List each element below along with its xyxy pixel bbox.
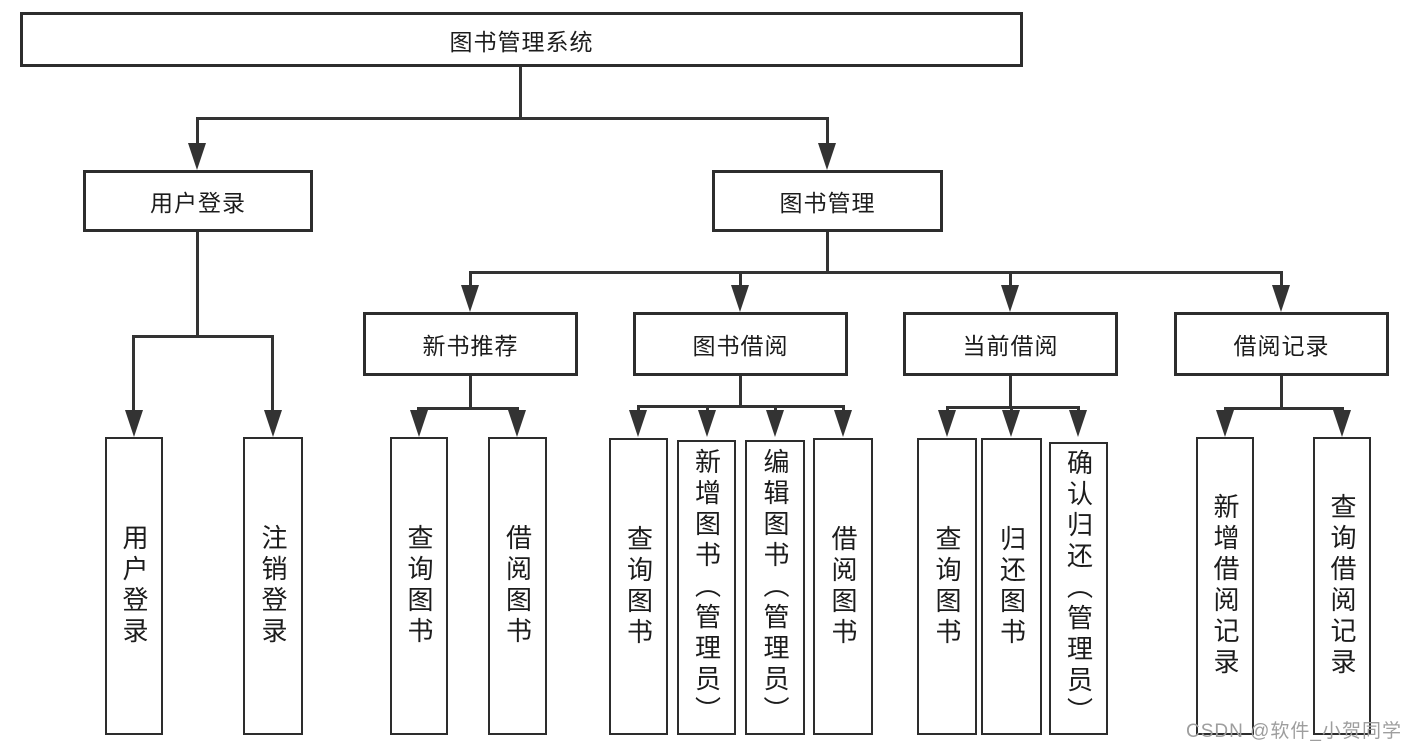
arrow-down-icon [1272,285,1290,312]
arrow-down-icon [834,410,852,437]
connector-line [271,335,274,413]
node-leaf-user-login: 用户登录 [105,437,163,735]
node-leaf-logout: 注销登录 [243,437,303,735]
node-leaf-add-book-admin: 新增图书（管理员） [677,440,736,735]
node-label: 新增图书（管理员） [691,448,722,727]
node-label: 新增借阅记录 [1210,493,1240,679]
node-book-borrow: 图书借阅 [633,312,848,376]
node-book-management: 图书管理 [712,170,943,232]
connector-line [739,271,742,288]
connector-line [132,335,135,413]
node-leaf-borrow-books-recommend: 借阅图书 [488,437,547,735]
node-current-borrow: 当前借阅 [903,312,1118,376]
node-label: 新书推荐 [422,333,519,359]
arrow-down-icon [766,410,784,437]
node-leaf-query-books-current: 查询图书 [917,438,977,735]
node-label: 借阅图书 [828,524,858,649]
node-leaf-query-books-borrow: 查询图书 [609,438,668,735]
node-label: 图书管理系统 [449,28,594,55]
connector-line [1009,271,1012,288]
node-label: 确认归还（管理员） [1063,449,1094,728]
node-label: 借阅记录 [1233,333,1330,359]
node-label: 借阅图书 [502,524,533,648]
node-new-book-recommend: 新书推荐 [363,312,578,376]
node-leaf-confirm-return-admin: 确认归还（管理员） [1049,442,1108,735]
node-leaf-return-books: 归还图书 [981,438,1042,735]
node-label: 图书借阅 [692,333,789,359]
arrow-down-icon [1333,410,1351,437]
node-leaf-add-borrow-record: 新增借阅记录 [1196,437,1254,735]
node-label: 查询图书 [404,524,434,648]
node-root: 图书管理系统 [20,12,1023,67]
node-label: 用户登录 [150,190,246,216]
connector-line [946,406,1080,409]
node-borrow-records: 借阅记录 [1174,312,1389,376]
arrow-down-icon [938,410,956,437]
node-label: 查询借阅记录 [1327,493,1357,679]
connector-line [1009,376,1012,409]
node-label: 归还图书 [996,524,1027,649]
node-label: 用户登录 [119,524,149,648]
arrow-down-icon [125,410,143,437]
arrow-down-icon [1002,410,1020,437]
arrow-down-icon [818,143,836,170]
connector-line [469,271,472,288]
connector-line [469,271,1283,274]
node-leaf-query-borrow-record: 查询借阅记录 [1313,437,1371,735]
node-label: 图书管理 [779,190,876,216]
connector-line [826,117,829,145]
connector-line [1224,407,1343,410]
connector-line [826,232,829,274]
node-leaf-borrow-books: 借阅图书 [813,438,873,735]
connector-line [469,376,472,410]
arrow-down-icon [188,143,206,170]
connector-line [1280,376,1283,410]
node-label: 注销登录 [258,524,288,648]
arrow-down-icon [461,285,479,312]
arrow-down-icon [1216,410,1234,437]
node-label: 编辑图书（管理员） [760,448,790,727]
connector-line [418,407,519,410]
arrow-down-icon [264,410,282,437]
node-label: 当前借阅 [962,333,1059,359]
arrow-down-icon [731,285,749,312]
connector-line [519,67,522,119]
csdn-watermark: CSDN @软件_小贺同学 [1186,721,1402,742]
connector-line [196,117,829,120]
node-leaf-edit-book-admin: 编辑图书（管理员） [745,440,805,735]
arrow-down-icon [1001,285,1019,312]
arrow-down-icon [410,410,428,437]
arrow-down-icon [698,410,716,437]
node-label: 查询图书 [932,524,962,649]
arrow-down-icon [508,410,526,437]
arrow-down-icon [629,410,647,437]
arrow-down-icon [1069,410,1087,437]
connector-line [1280,271,1283,288]
connector-line [739,376,742,408]
node-user-login: 用户登录 [83,170,313,232]
connector-line [133,335,274,338]
connector-line [196,232,199,338]
node-label: 查询图书 [623,524,654,649]
connector-line [637,405,845,408]
connector-line [196,117,199,145]
node-leaf-query-books-recommend: 查询图书 [390,437,448,735]
